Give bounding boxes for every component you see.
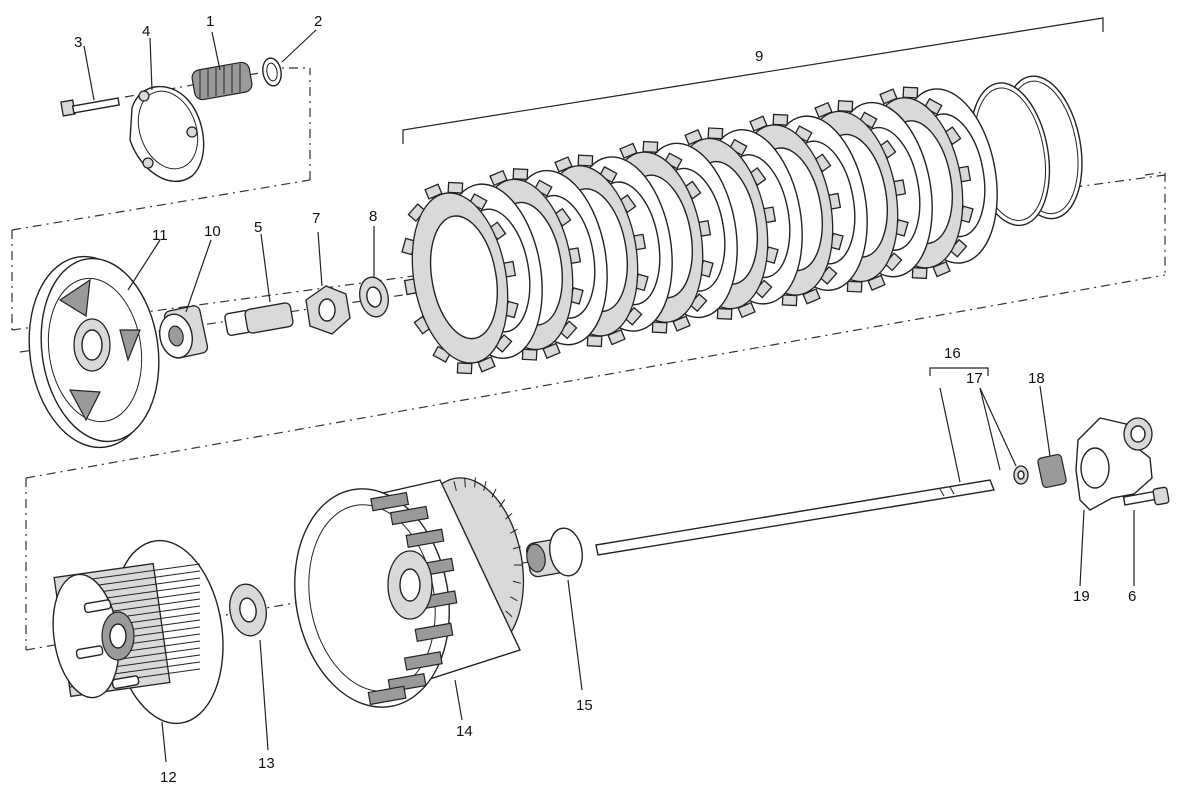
part-7-nut (305, 285, 351, 335)
callout-12: 12 (160, 769, 177, 786)
callout-4: 4 (142, 23, 150, 40)
part-10-bearing (158, 305, 209, 359)
callout-18: 18 (1028, 370, 1045, 387)
callout-8: 8 (369, 208, 377, 225)
part-17-seal (1013, 465, 1029, 485)
part-11-pressure-plate (28, 255, 160, 449)
callout-17: 17 (966, 370, 983, 387)
callout-13: 13 (258, 755, 275, 772)
part-1-spring (191, 61, 253, 101)
part-16-pushrod (595, 479, 995, 556)
callout-3: 3 (74, 34, 82, 51)
part-14-clutch-housing (294, 477, 525, 708)
callout-2: 2 (314, 13, 322, 30)
callout-labels: 1 2 3 4 5 6 7 8 9 10 11 12 13 14 15 16 1… (74, 13, 1136, 786)
part-5-bushing (224, 302, 294, 336)
part-9-clutch-disc-pack (401, 75, 1083, 375)
part-13-washer (229, 583, 267, 637)
callout-11: 11 (152, 227, 168, 244)
callout-10: 10 (204, 223, 221, 240)
callout-1: 1 (206, 13, 214, 30)
part-12-clutch-hub (52, 539, 224, 725)
leader-lines (83, 17, 1135, 763)
callout-19: 19 (1073, 588, 1090, 605)
callout-16: 16 (944, 345, 961, 362)
part-3-bolt (60, 97, 120, 117)
callout-7: 7 (312, 210, 320, 227)
part-15-bush (526, 527, 583, 578)
part-2-ring (262, 57, 282, 87)
part-19-slave-cylinder (1075, 417, 1153, 511)
part-6-screw (1122, 486, 1170, 506)
part-8-lock-washer (359, 276, 389, 318)
part-4-cover-plate (129, 85, 205, 182)
callout-15: 15 (576, 697, 593, 714)
callout-5: 5 (254, 219, 262, 236)
callout-9: 9 (755, 48, 763, 65)
callout-6: 6 (1128, 588, 1136, 605)
callout-14: 14 (456, 723, 473, 740)
part-18-piston (1037, 453, 1067, 489)
